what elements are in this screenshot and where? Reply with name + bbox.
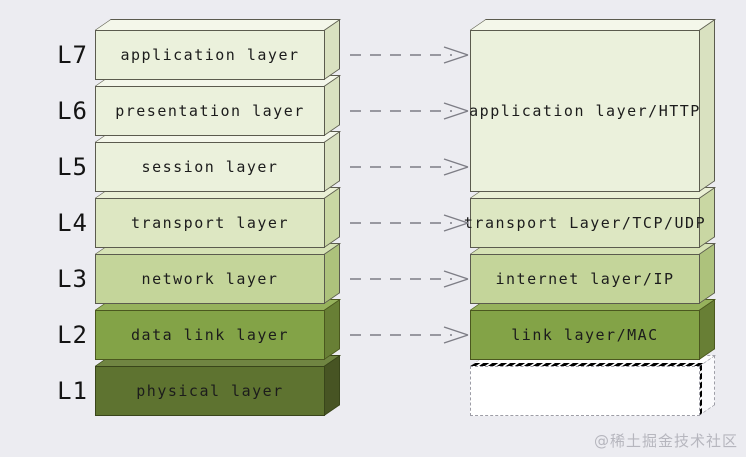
osi-layer-datalink-label: data link layer <box>131 326 289 344</box>
arrow-l4 <box>350 214 469 232</box>
box-front-face: transport layer <box>95 198 325 248</box>
box-front-face: application layer/HTTP <box>469 30 701 192</box>
osi-code-l7: L7 <box>57 41 88 69</box>
box-side-face <box>699 355 715 416</box>
osi-code-l2: L2 <box>57 321 88 349</box>
box-side-face <box>324 131 340 192</box>
tcpip-link-label: link layer/MAC <box>511 326 659 344</box>
box-top-face <box>470 19 717 30</box>
osi-code-l4: L4 <box>57 209 88 237</box>
box-side-face <box>699 19 715 192</box>
watermark: @稀土掘金技术社区 <box>593 432 738 450</box>
arrow-l5 <box>350 158 469 176</box>
osi-code-l5: L5 <box>57 153 88 181</box>
box-side-face <box>699 299 715 360</box>
box-front-face: network layer <box>95 254 325 304</box>
osi-layer-session-label: session layer <box>141 158 279 176</box>
arrow-l7 <box>350 46 469 64</box>
box-front-face: presentation layer <box>95 86 325 136</box>
tcpip-internet-label: internet layer/IP <box>495 270 675 288</box>
box-side-face <box>324 19 340 81</box>
box-side-face <box>324 299 340 360</box>
osi-layer-physical-label: physical layer <box>136 382 284 400</box>
box-front-face: link layer/MAC <box>470 310 700 360</box>
box-side-face <box>324 187 340 248</box>
tcpip-application-label: application layer/HTTP <box>469 102 701 120</box>
box-front-face: data link layer <box>95 310 325 360</box>
osi-layer-transport-label: transport layer <box>131 214 289 232</box>
box-side-face <box>324 243 340 304</box>
tcpip-transport-label: transport Layer/TCP/UDP <box>463 214 707 232</box>
osi-code-l1: L1 <box>57 377 88 405</box>
box-front-face: application layer <box>95 30 325 80</box>
box-top-face <box>95 19 342 30</box>
osi-code-l3: L3 <box>57 265 88 293</box>
arrow-l6 <box>350 102 469 120</box>
arrow-l2 <box>350 326 469 344</box>
box-side-face <box>699 243 715 304</box>
arrow-l3 <box>350 270 469 288</box>
box-front-face: session layer <box>95 142 325 192</box>
osi-code-l6: L6 <box>57 97 88 125</box>
box-front-face: internet layer/IP <box>470 254 700 304</box>
box-front-face: transport Layer/TCP/UDP <box>464 198 705 248</box>
osi-layer-presentation-label: presentation layer <box>115 102 305 120</box>
box-front-face <box>470 366 700 416</box>
osi-layer-network-label: network layer <box>141 270 279 288</box>
box-front-face: physical layer <box>95 366 325 416</box>
box-side-face <box>324 75 340 136</box>
box-side-face <box>324 355 340 416</box>
osi-layer-application-label: application layer <box>120 46 300 64</box>
